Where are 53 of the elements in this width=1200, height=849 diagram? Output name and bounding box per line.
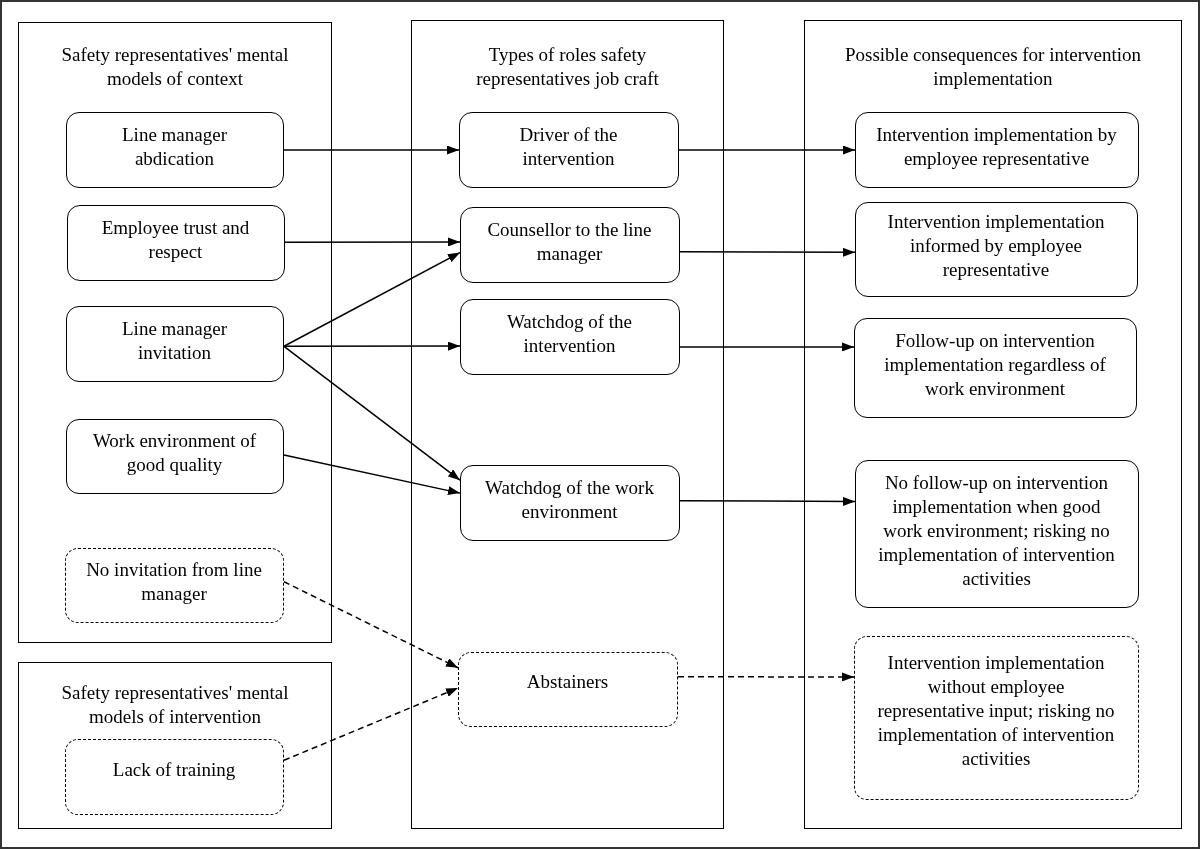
- dashed-rounded-box: [64, 547, 284, 623]
- rounded-box: [854, 459, 1139, 608]
- arrow: [283, 341, 461, 351]
- node-label: Driver of the intervention: [518, 122, 619, 171]
- arrow: [283, 145, 460, 155]
- node-label: Work environment of good quality: [91, 429, 258, 477]
- rounded-box: [458, 111, 679, 188]
- panel: [411, 20, 724, 829]
- node-label: No invitation from line manager: [85, 558, 263, 606]
- node-label: Watchdog of the work environment: [484, 475, 655, 524]
- rounded-box: [65, 305, 284, 382]
- node-label: Line manager invitation: [121, 316, 228, 365]
- dashed-rounded-box: [457, 651, 678, 727]
- rounded-box: [854, 201, 1138, 297]
- rounded-box: [854, 111, 1139, 188]
- panel: [18, 662, 332, 829]
- arrow: [679, 342, 855, 352]
- rounded-box: [459, 464, 680, 541]
- node-label: Lack of training: [111, 757, 237, 782]
- node-label: Line manager abdication: [121, 122, 228, 171]
- arrow: [283, 454, 461, 495]
- dashed-arrow: [283, 687, 459, 762]
- node-label: Intervention implementation by employee representative: [875, 122, 1118, 171]
- panel-title: Possible consequences for intervention implementation: [844, 43, 1142, 91]
- node-label: Counsellor to the line manager: [486, 217, 653, 266]
- node-label: No follow-up on intervention implementation when good work environment; risking no implementation of intervention activities: [877, 470, 1116, 591]
- arrow: [679, 247, 856, 257]
- arrow: [284, 237, 461, 247]
- rounded-box: [66, 204, 285, 281]
- panel-title: Types of roles safety representatives job craft: [475, 43, 660, 91]
- dashed-rounded-box: [853, 635, 1139, 800]
- arrow: [679, 496, 856, 506]
- dashed-rounded-box: [64, 738, 284, 815]
- dashed-arrow: [677, 672, 855, 682]
- node-label: Abstainers: [525, 670, 610, 694]
- rounded-box: [459, 298, 680, 375]
- arrow: [283, 251, 461, 348]
- rounded-box: [853, 317, 1137, 418]
- node-label: Follow-up on intervention implementation regardless of work environment: [883, 328, 1107, 401]
- node-label: Intervention implementation informed by employee representative: [886, 210, 1106, 282]
- node-label: Watchdog of the intervention: [505, 309, 634, 358]
- panel: [804, 20, 1182, 829]
- rounded-box: [459, 206, 680, 283]
- arrow: [678, 145, 856, 155]
- rounded-box: [65, 111, 284, 188]
- panel-title: Safety representatives' mental models of context: [60, 43, 290, 91]
- node-label: Intervention implementation without employee representative input; risking no implementation of intervention activities: [876, 650, 1116, 771]
- panel-title: Safety representatives' mental models of intervention: [60, 681, 290, 729]
- dashed-arrow: [283, 581, 459, 669]
- node-label: Employee trust and respect: [100, 215, 251, 264]
- arrow: [283, 345, 461, 481]
- rounded-box: [65, 418, 284, 494]
- panel: [18, 22, 332, 643]
